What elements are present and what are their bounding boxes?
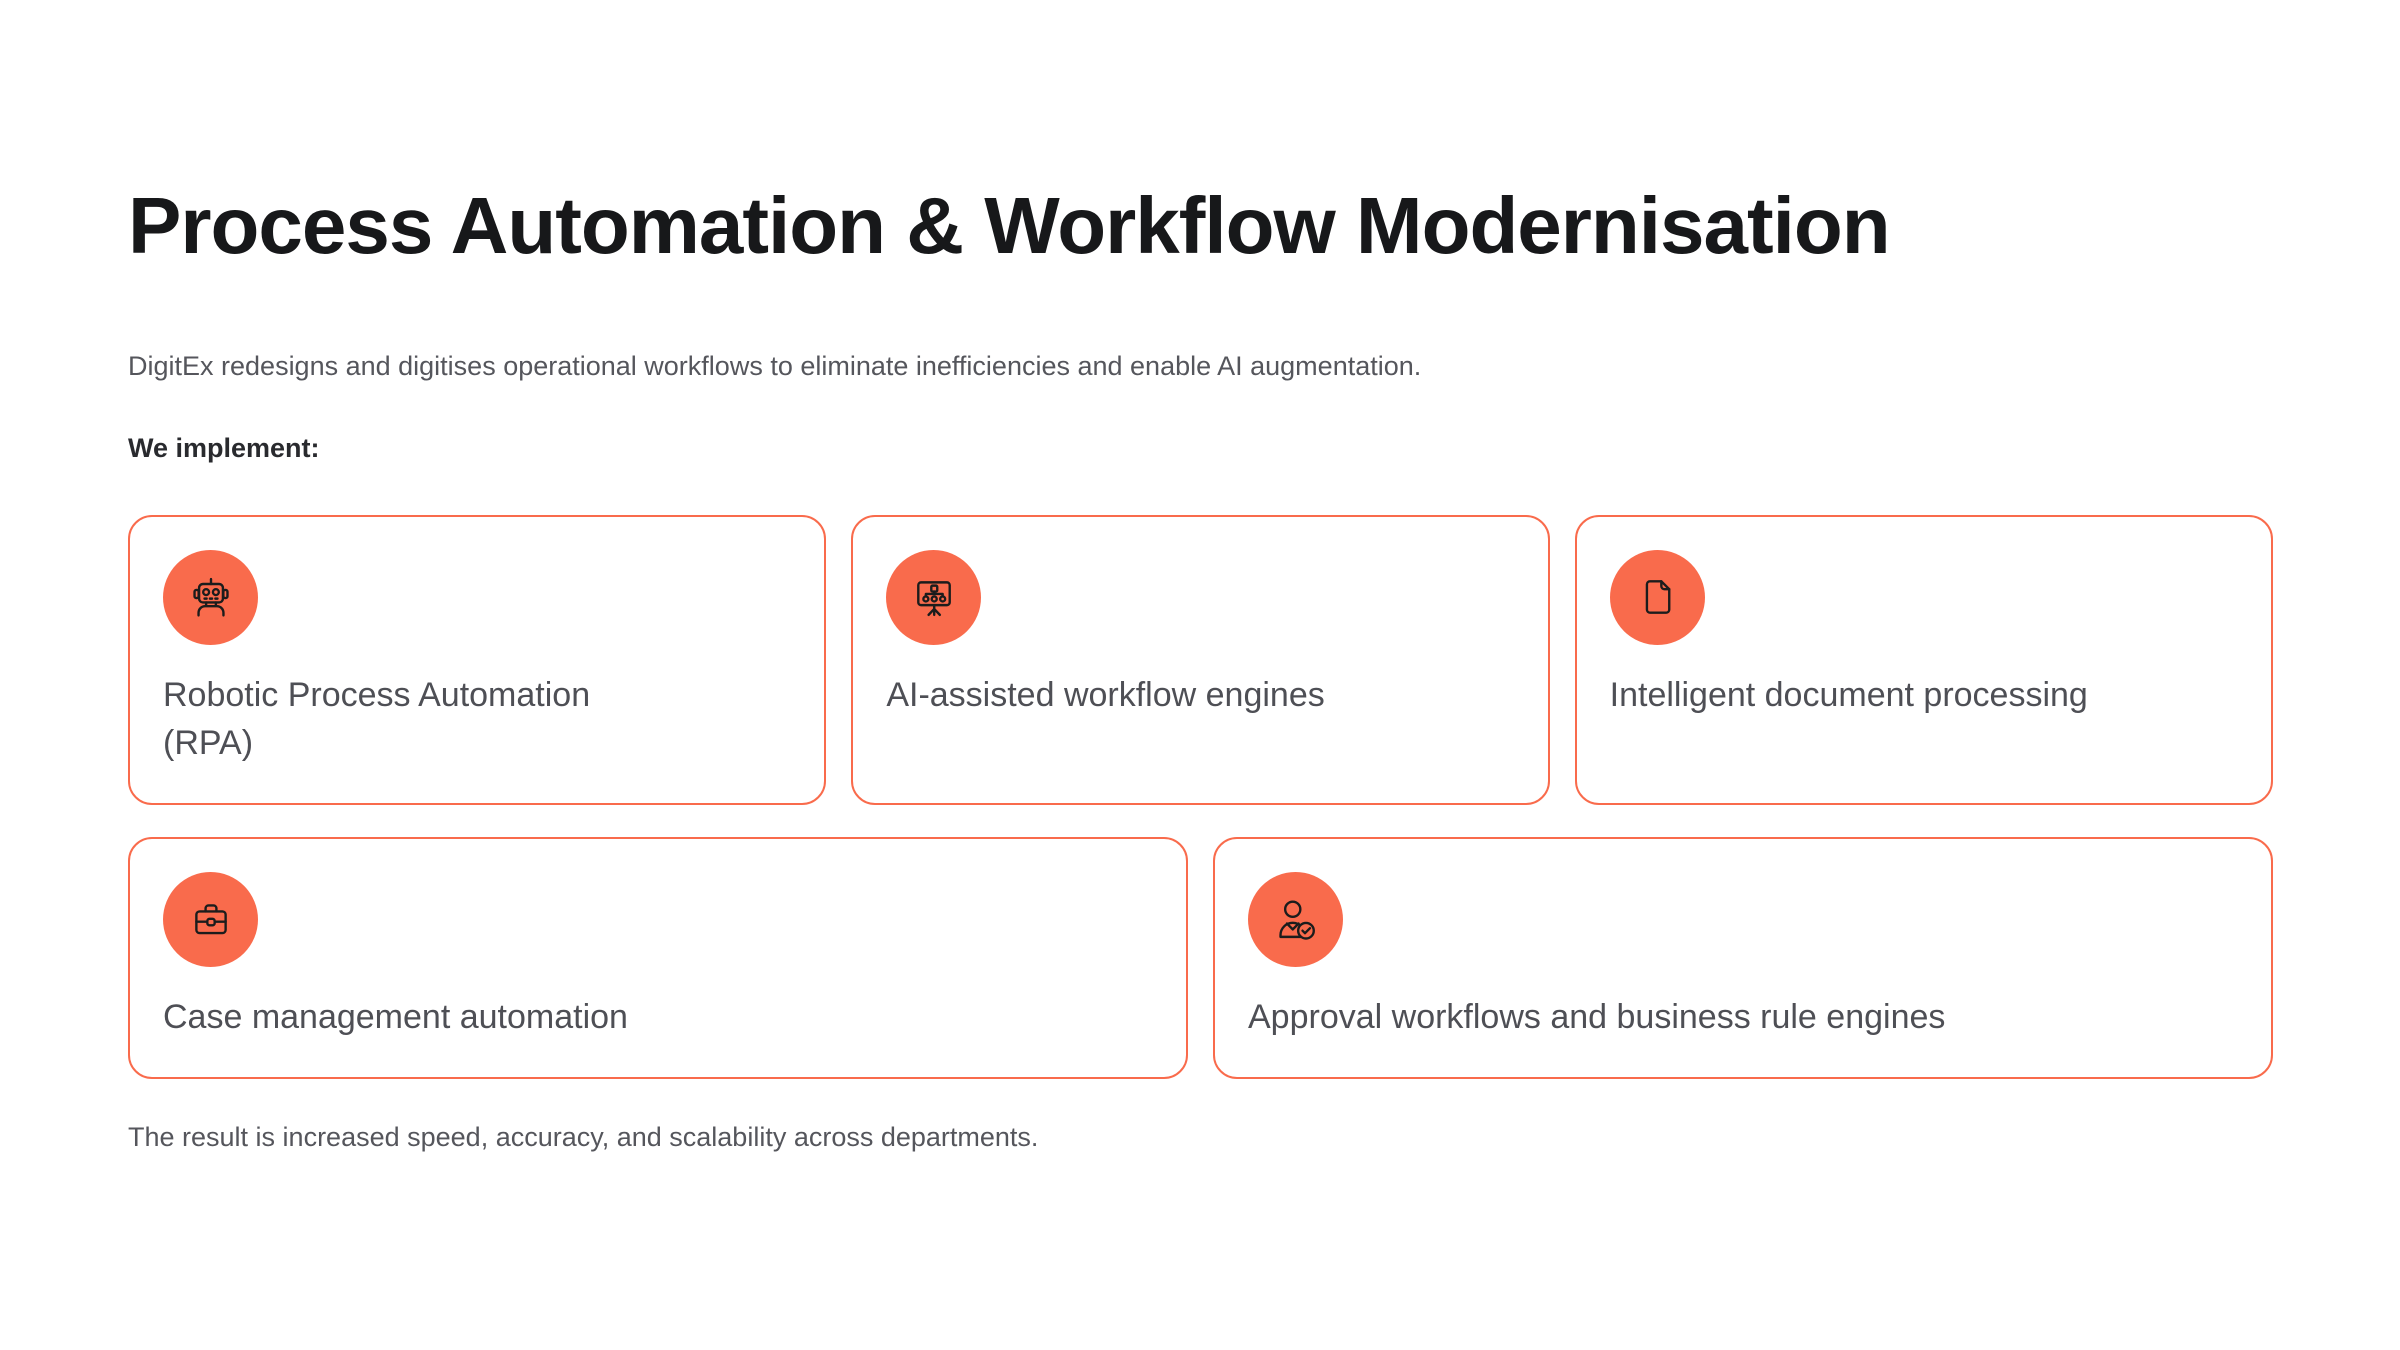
slide: Process Automation & Workflow Modernisat… (128, 181, 2273, 1152)
card-label: AI-assisted workflow engines (886, 675, 1325, 714)
page-title: Process Automation & Workflow Modernisat… (128, 181, 1891, 270)
implement-label: We implement: (128, 432, 320, 463)
card-case-management: Case management automation (128, 836, 1188, 1079)
cards-row-2: Case management automation Approval work… (128, 836, 2273, 1079)
workflow-presentation-icon (886, 549, 982, 645)
result-text: The result is increased speed, accuracy,… (128, 1121, 1039, 1152)
card-approval-workflows: Approval workflows and business rule eng… (1213, 836, 2273, 1079)
card-document-processing: Intelligent document processing (1574, 514, 2273, 805)
document-icon (1609, 549, 1705, 645)
card-rpa: Robotic Process Automation (RPA) (128, 514, 827, 805)
person-check-icon (1248, 871, 1343, 967)
cards-row-1: Robotic Process Automation (RPA) AI-assi… (128, 514, 2273, 805)
card-label: Robotic Process Automation (RPA) (163, 675, 591, 762)
card-label: Approval workflows and business rule eng… (1248, 997, 1946, 1036)
page-subtitle: DigitEx redesigns and digitises operatio… (128, 351, 1422, 381)
card-label: Intelligent document processing (1609, 675, 2088, 714)
briefcase-icon (163, 871, 258, 967)
card-label: Case management automation (163, 997, 628, 1036)
card-ai-workflow: AI-assisted workflow engines (851, 514, 1550, 805)
robot-icon (163, 549, 258, 645)
